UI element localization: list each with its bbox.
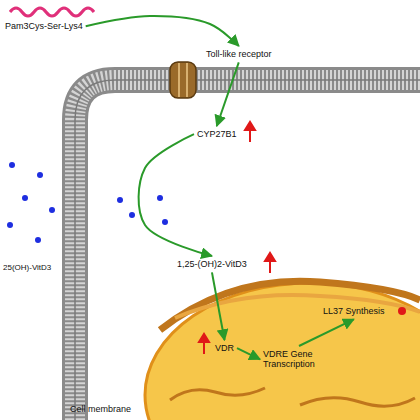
ll37-dot bbox=[398, 307, 406, 315]
er-fold bbox=[300, 398, 415, 407]
pathway-step: 25(OH)-VitD3 bbox=[2, 262, 52, 273]
pathway-step: VDR bbox=[214, 342, 235, 354]
vitd3-dots bbox=[7, 162, 168, 243]
nucleus bbox=[145, 283, 420, 420]
pathway-arrow bbox=[86, 16, 239, 46]
pathway-arrow bbox=[217, 62, 239, 126]
step-label: Toll-like receptor bbox=[206, 49, 272, 59]
vitd3-dot bbox=[9, 162, 15, 168]
vitd3-dot bbox=[162, 219, 168, 225]
up-arrow-head bbox=[265, 253, 275, 261]
cell-membrane bbox=[75, 80, 420, 420]
vitd3-dot bbox=[7, 222, 13, 228]
receptor-stripe bbox=[178, 63, 180, 97]
vitd3-dot bbox=[117, 197, 123, 203]
membrane-label: Cell membrane bbox=[70, 404, 131, 414]
vitd3-dot bbox=[37, 172, 43, 178]
step-label: VDR bbox=[215, 343, 234, 353]
pathway-step: VDRE Gene Transcription bbox=[262, 348, 336, 371]
increase-arrows bbox=[199, 122, 275, 354]
er-fold bbox=[170, 388, 265, 400]
pathway-arrow bbox=[139, 134, 212, 256]
pathway-arrow bbox=[299, 319, 354, 346]
vitd3-dot bbox=[129, 212, 135, 218]
er-fold bbox=[175, 295, 420, 318]
ligand-wave bbox=[10, 8, 94, 16]
pathway-step: LL37 Synthesis bbox=[322, 305, 386, 317]
pathway-arrow bbox=[237, 348, 260, 359]
step-label: CYP27B1 bbox=[197, 129, 237, 139]
vitd3-dot bbox=[157, 195, 163, 201]
step-label: 1,25-(OH)2-VitD3 bbox=[177, 259, 247, 269]
step-label: LL37 Synthesis bbox=[323, 306, 385, 316]
toll-like-receptor bbox=[170, 62, 196, 98]
vitd3-dot bbox=[22, 195, 28, 201]
membrane-core bbox=[75, 80, 420, 420]
vitd3-dot bbox=[49, 207, 55, 213]
pathway-step: Toll-like receptor bbox=[205, 48, 273, 60]
pathway-step: Pam3Cys-Ser-Lys4 bbox=[4, 20, 84, 32]
pathway-arrow bbox=[212, 272, 225, 340]
pathway-step: CYP27B1 bbox=[196, 128, 238, 140]
step-label: Pam3Cys-Ser-Lys4 bbox=[5, 21, 83, 31]
membrane-stripes bbox=[75, 80, 420, 420]
up-arrow-head bbox=[199, 334, 209, 342]
vitd3-dot bbox=[35, 237, 41, 243]
step-label: VDRE Gene Transcription bbox=[263, 349, 335, 370]
receptor-stripe bbox=[186, 63, 188, 97]
up-arrow-head bbox=[245, 122, 255, 130]
er-fold bbox=[160, 281, 420, 330]
pathway-step: 1,25-(OH)2-VitD3 bbox=[176, 258, 248, 270]
step-label: 25(OH)-VitD3 bbox=[3, 263, 51, 272]
